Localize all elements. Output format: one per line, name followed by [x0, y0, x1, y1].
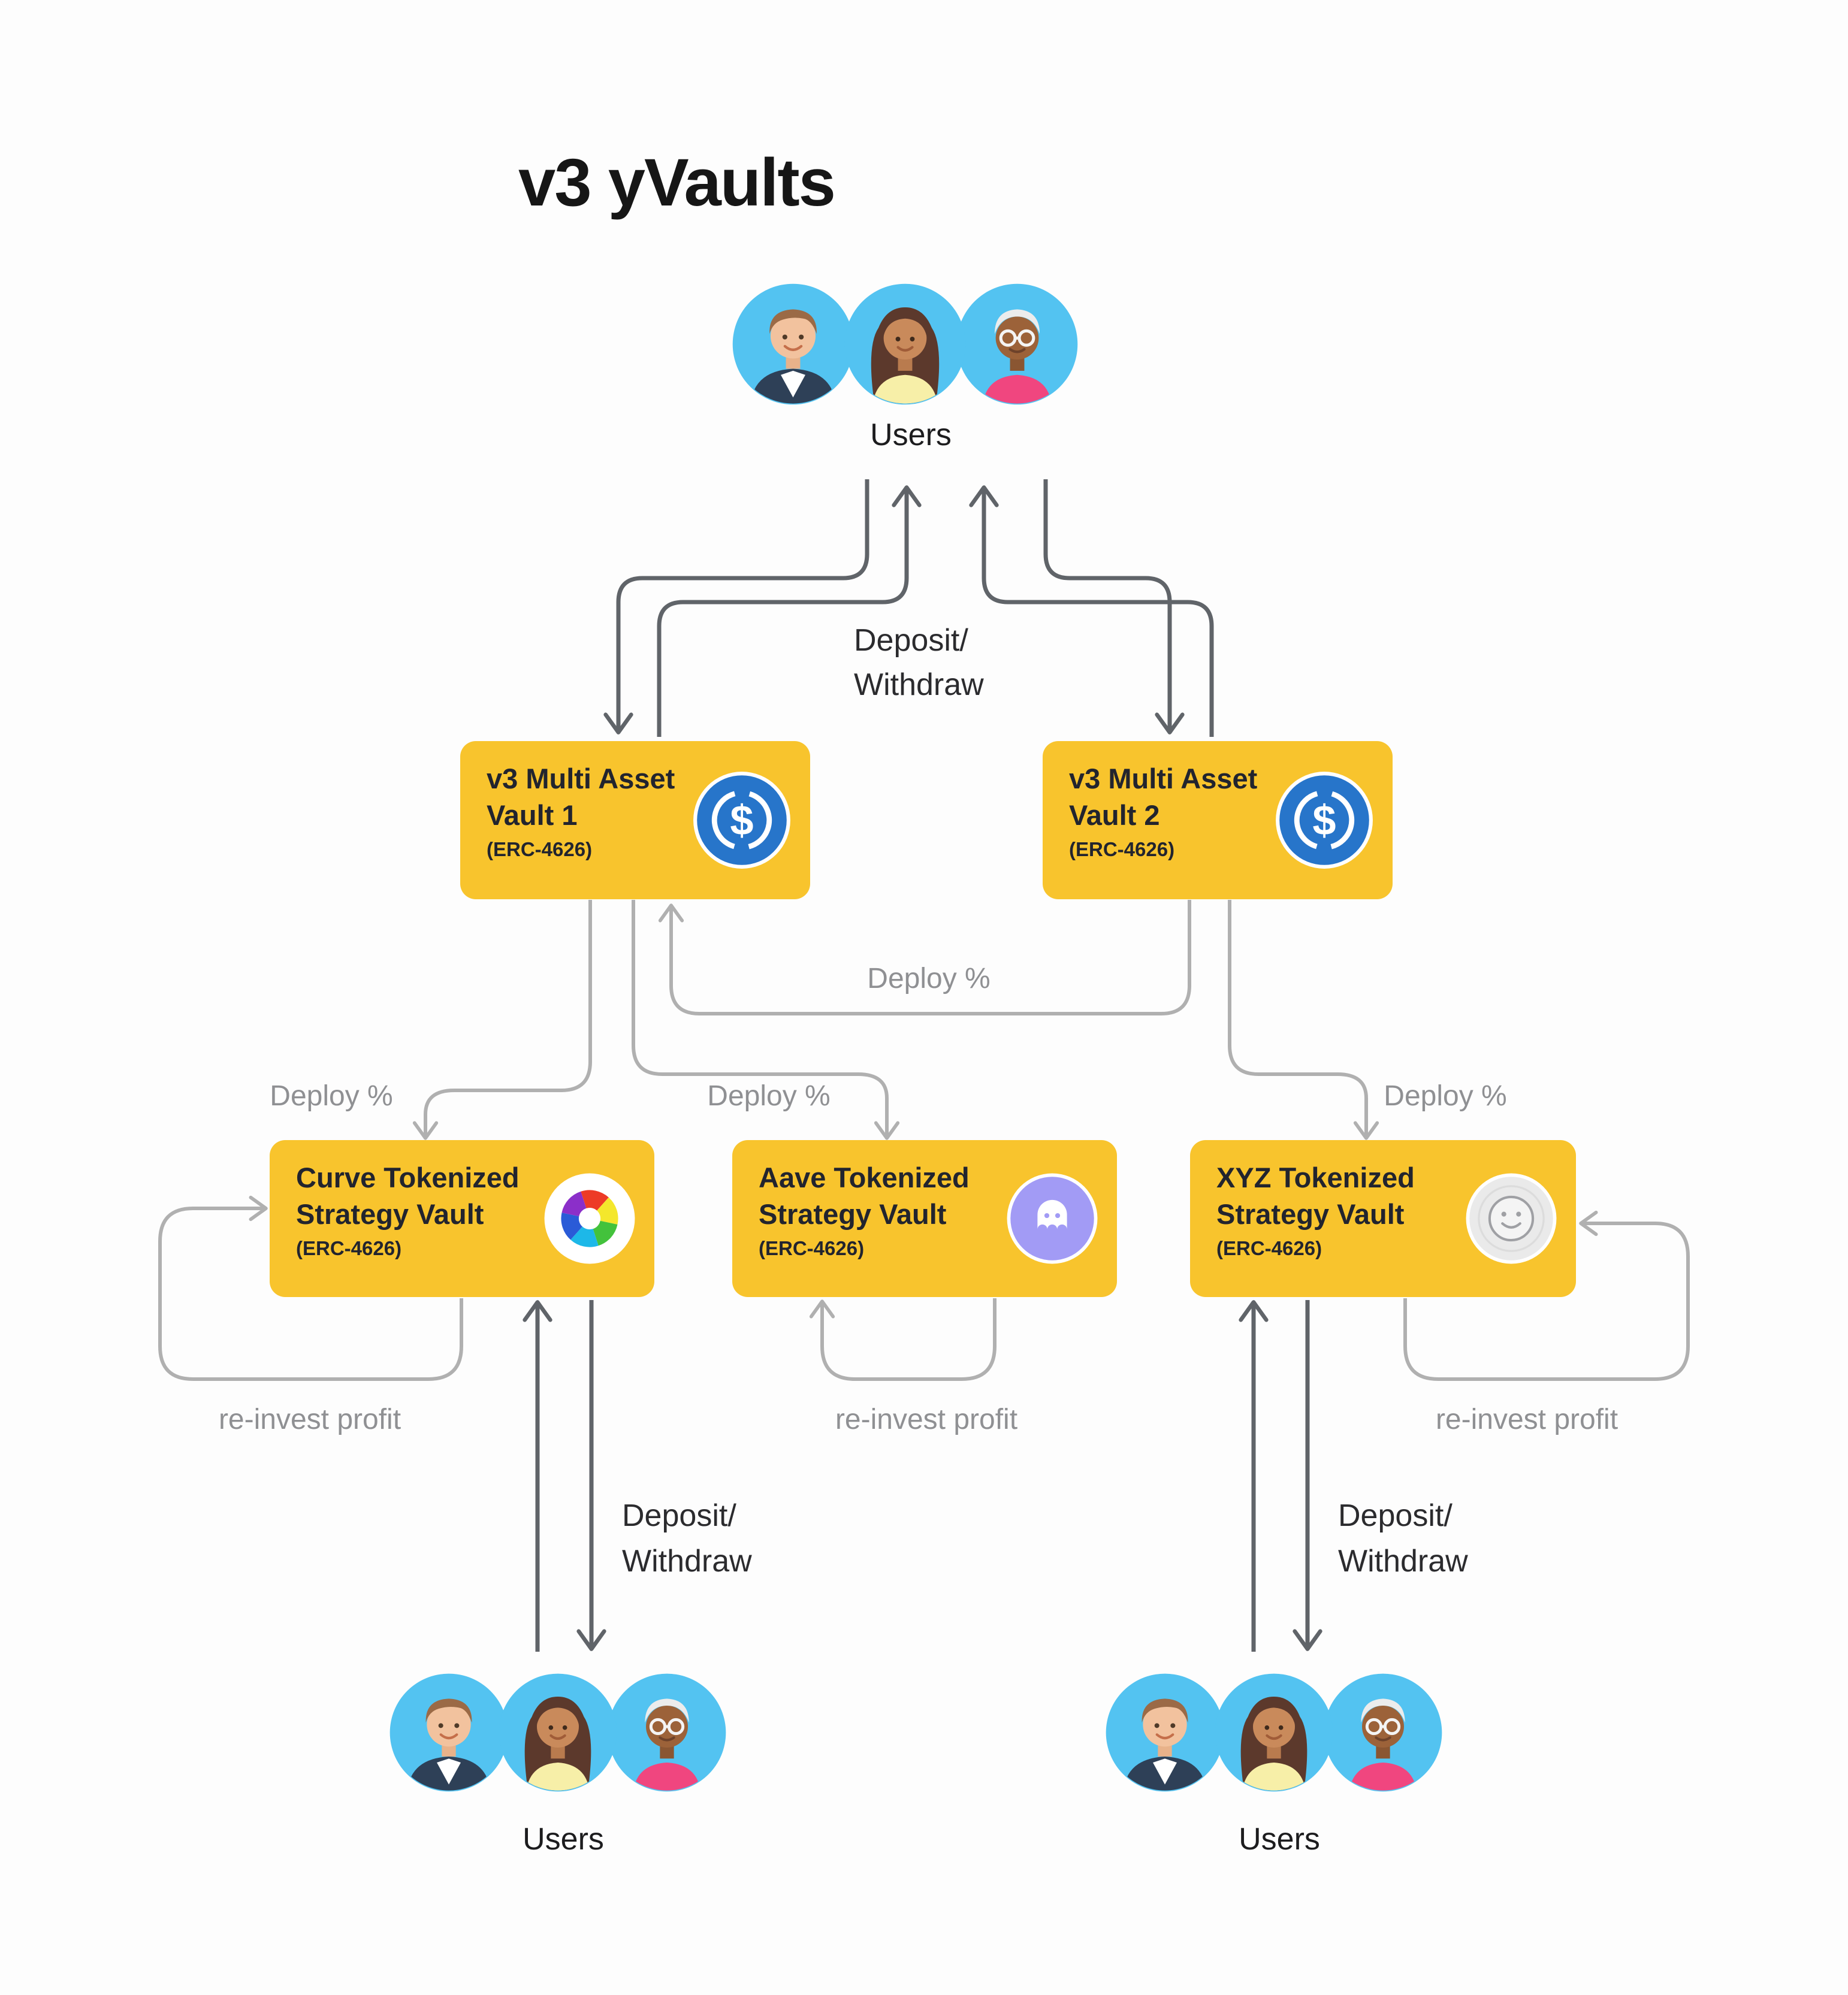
edge-label-deploy-curve: Deploy % — [270, 1080, 393, 1112]
svg-text:$: $ — [1312, 797, 1336, 844]
vault-name-line: Strategy Vault — [759, 1198, 947, 1230]
arrow-vault2-withdraw-users — [969, 485, 1214, 737]
arrow-vault2-deploy-vault1 — [658, 900, 1191, 1015]
edge-label-line: Withdraw — [1338, 1544, 1468, 1579]
user-avatar-woman-icon — [498, 1673, 618, 1793]
curve-icon — [544, 1173, 635, 1264]
arrow-vault1-deploy-curve — [412, 900, 592, 1140]
edge-label-reinvest-curve: re-invest profit — [218, 1404, 401, 1435]
edge-label-bottom-right-deposit-withdraw: Deposit/ Withdraw — [1338, 1493, 1468, 1584]
vault-name-line: Strategy Vault — [296, 1198, 484, 1230]
edge-label-reinvest-xyz: re-invest profit — [1435, 1404, 1618, 1435]
user-avatar-elder-icon — [1323, 1673, 1443, 1793]
edge-label-reinvest-aave: re-invest profit — [835, 1404, 1018, 1435]
arrow-reinvest-aave-loop — [809, 1298, 997, 1381]
vault-name-line: Curve Tokenized — [296, 1162, 520, 1193]
arrow-users-deposit-vault2 — [1043, 479, 1185, 734]
vault-name-line: v3 Multi Asset — [487, 763, 675, 794]
vault-standard: (ERC-4626) — [487, 838, 593, 860]
edge-label-deploy-between-vaults: Deploy % — [867, 963, 991, 995]
users-label-top: Users — [870, 418, 952, 452]
user-avatar-man-icon — [389, 1673, 509, 1793]
edge-label-line: Deposit/ — [854, 623, 968, 658]
users-group-bottom-left — [394, 1673, 721, 1793]
svg-text:$: $ — [730, 797, 753, 844]
edge-label-top-deposit-withdraw: Deposit/ Withdraw — [854, 618, 984, 707]
user-avatar-elder-icon — [956, 283, 1079, 406]
usdc-icon: $ — [1276, 772, 1373, 869]
edge-label-deploy-xyz: Deploy % — [1384, 1080, 1507, 1112]
users-label-bottom-left: Users — [523, 1822, 604, 1857]
vault-name-line: Aave Tokenized — [759, 1162, 970, 1193]
aave-ghost-icon — [1007, 1173, 1098, 1264]
page-title: v3 yVaults — [518, 145, 836, 220]
vault-v3-multi-asset-2: v3 Multi Asset Vault 2 (ERC-4626) $ — [1043, 741, 1393, 899]
users-group-top — [737, 283, 1073, 406]
vault-aave-strategy: Aave Tokenized Strategy Vault (ERC-4626) — [732, 1140, 1117, 1297]
vault-standard: (ERC-4626) — [1069, 838, 1175, 860]
user-avatar-man-icon — [1105, 1673, 1225, 1793]
vault-name-line: XYZ Tokenized — [1216, 1162, 1415, 1193]
edge-label-line: Deposit/ — [622, 1498, 736, 1533]
user-avatar-man-icon — [732, 283, 854, 406]
vault-name-line: Strategy Vault — [1216, 1198, 1405, 1230]
usdc-icon: $ — [693, 772, 790, 869]
vault-standard: (ERC-4626) — [1216, 1237, 1322, 1259]
user-avatar-woman-icon — [844, 283, 967, 406]
smiley-coin-icon — [1466, 1173, 1557, 1264]
edge-label-line: Withdraw — [622, 1544, 752, 1579]
vault-standard: (ERC-4626) — [759, 1237, 865, 1259]
vault-curve-strategy: Curve Tokenized Strategy Vault (ERC-4626… — [270, 1140, 654, 1297]
users-group-bottom-right — [1110, 1673, 1438, 1793]
vault-v3-multi-asset-1: v3 Multi Asset Vault 1 (ERC-4626) $ — [460, 741, 810, 899]
vault-name-line: Vault 2 — [1069, 799, 1160, 831]
user-avatar-elder-icon — [607, 1673, 727, 1793]
user-avatar-woman-icon — [1214, 1673, 1334, 1793]
users-label-bottom-right: Users — [1239, 1822, 1320, 1857]
vault-standard: (ERC-4626) — [296, 1237, 402, 1259]
edge-label-bottom-left-deposit-withdraw: Deposit/ Withdraw — [622, 1493, 752, 1584]
vault-name-line: v3 Multi Asset — [1069, 763, 1258, 794]
edge-label-deploy-aave: Deploy % — [707, 1080, 831, 1112]
vault-name-line: Vault 1 — [487, 799, 578, 831]
arrow-users-deposit-vault1 — [603, 479, 869, 734]
edge-label-line: Withdraw — [854, 667, 984, 702]
vault-xyz-strategy: XYZ Tokenized Strategy Vault (ERC-4626) — [1190, 1140, 1576, 1297]
arrow-vault2-deploy-xyz — [1228, 900, 1379, 1140]
edge-label-line: Deposit/ — [1338, 1498, 1453, 1533]
